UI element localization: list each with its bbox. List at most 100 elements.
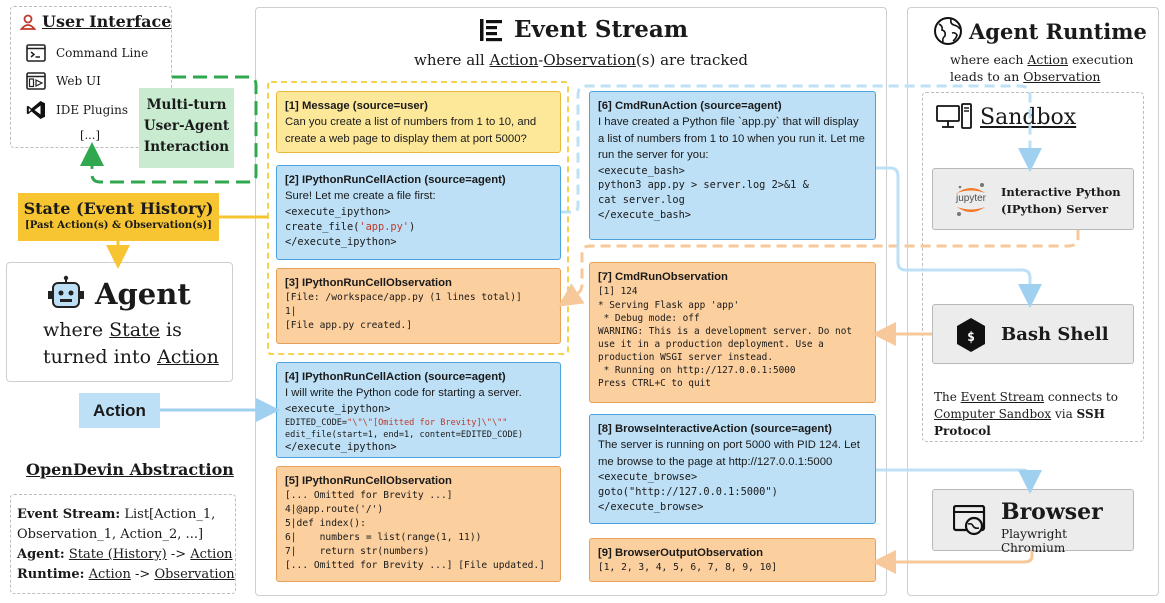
event-4-ipython-action: [4] IPythonRunCellAction (source=agent) … — [276, 362, 561, 458]
robot-icon — [48, 275, 84, 308]
terminal-icon — [26, 44, 46, 62]
agent-box: Agent where State is turned into Action — [6, 262, 233, 382]
ui-item-ide-plugins[interactable]: IDE Plugins — [26, 100, 128, 120]
event-code: [File: /workspace/app.py (1 lines total)… — [285, 292, 522, 304]
agent-desc-text: turned into — [43, 346, 158, 368]
globe-icon — [934, 17, 962, 45]
browser-label: Browser — [1001, 499, 1103, 525]
agent-header: Agent — [47, 275, 191, 313]
event-code: production WSGI server instead. — [598, 352, 773, 364]
event-code: <execute_bash> — [598, 164, 685, 177]
event-code: <execute_ipython> — [285, 205, 391, 218]
event-title: [8] BrowseInteractiveAction (source=agen… — [598, 423, 832, 435]
state-box: State (Event History) [Past Action(s) & … — [18, 193, 219, 241]
ui-item-label: Command Line — [56, 46, 149, 60]
event-title: [9] BrowserOutputObservation — [598, 547, 764, 559]
event-code: ) — [409, 220, 416, 233]
event-code: cat server.log — [598, 194, 685, 207]
abstraction-panel — [10, 494, 236, 594]
browser-sublabel: Playwright Chromium — [1001, 527, 1067, 555]
bash-shell-box[interactable]: $ Bash Shell — [932, 304, 1134, 364]
note-line1: The Event Stream connects to — [934, 389, 1165, 406]
event-code: EDITED_CODE= — [285, 417, 348, 428]
ipython-server-box[interactable]: jupyter Interactive Python (IPython) Ser… — [932, 168, 1134, 230]
event-code: Press CTRL+C to quit — [598, 378, 711, 390]
runtime-text: Action — [1027, 52, 1068, 67]
event-code: <execute_browse> — [598, 471, 698, 484]
abstraction-text: Observation_1, Action_2, ...] — [17, 527, 204, 542]
browser-box[interactable]: Browser Playwright Chromium — [932, 489, 1134, 555]
bash-icon: $ — [957, 318, 985, 352]
event-stream-panel — [255, 7, 887, 596]
runtime-text: leads to an — [950, 69, 1024, 84]
runtime-text: execution — [1068, 52, 1134, 67]
event-stream-header: Event Stream — [478, 16, 688, 43]
subtitle-text: - — [538, 51, 544, 69]
abstraction-line1: Event Stream: List[Action_1, — [17, 505, 235, 525]
vscode-icon — [26, 101, 45, 119]
ipython-label: Interactive Python (IPython) Server — [1001, 184, 1121, 218]
event-7-cmd-run-observation: [7] CmdRunObservation [1] 124 * Serving … — [589, 262, 876, 403]
event-5-ipython-observation: [5] IPythonRunCellObservation [... Omitt… — [276, 466, 561, 582]
abstraction-text: Action — [88, 567, 131, 582]
state-subtitle: [Past Action(s) & Observation(s)] — [25, 220, 212, 231]
abstraction-text: State (History) — [68, 547, 167, 562]
event-code: python3 app.py > server.log 2>&1 & — [598, 179, 809, 192]
user-interface-title: User Interface — [42, 12, 172, 31]
event-code: [File app.py created.] — [285, 320, 413, 332]
event-code: </execute_ipython> — [285, 235, 397, 248]
event-code: 5|def index(): — [285, 518, 366, 530]
event-text: Sure! Let me create a file first: — [285, 190, 436, 203]
abstraction-line3: Agent: State (History) -> Action — [17, 545, 235, 565]
ui-item-web-ui[interactable]: Web UI — [26, 72, 101, 90]
event-text: I will write the Python code for startin… — [285, 387, 522, 400]
runtime-sub-line2: leads to an Observation — [950, 68, 1133, 85]
note-text: Computer Sandbox — [934, 407, 1052, 421]
event-code: [... Omitted for Brevity ...] [File upda… — [285, 559, 545, 571]
event-stream-subtitle: where all Action-Observation(s) are trac… — [414, 51, 748, 69]
event-2-ipython-action: [2] IPythonRunCellAction (source=agent) … — [276, 165, 561, 260]
multi-turn-line2: User-Agent — [143, 118, 230, 134]
jupyter-word: jupyter — [955, 193, 986, 204]
abstraction-key: Runtime: — [17, 567, 85, 582]
event-title: [6] CmdRunAction (source=agent) — [598, 100, 782, 112]
event-code: 1| — [285, 306, 297, 318]
ui-item-command-line[interactable]: Command Line — [26, 44, 148, 62]
event-code: 7| return str(numbers) — [285, 546, 430, 557]
event-code: * Debug mode: off — [598, 312, 700, 324]
event-code: </execute_ipython> — [285, 440, 397, 453]
event-code-line: EDITED_CODE="\"\"[Omitted for Brevity]\"… — [285, 417, 552, 429]
note-text: Event Stream — [960, 390, 1045, 404]
event-code: [1, 2, 3, 4, 5, 6, 7, 8, 9, 10] — [598, 562, 778, 574]
abstraction-key: Agent: — [17, 547, 65, 562]
abstraction-title: OpenDevin Abstraction — [26, 460, 234, 479]
subtitle-text: Action — [489, 51, 539, 69]
event-1-message: [1] Message (source=user) Can you create… — [276, 91, 561, 153]
svg-text:$: $ — [967, 330, 975, 345]
state-title: State (Event History) — [23, 199, 214, 218]
event-title: [5] IPythonRunCellObservation — [285, 475, 452, 487]
event-code: 4|@app.route('/') — [285, 504, 384, 516]
ui-item-label: IDE Plugins — [56, 103, 128, 117]
note-line2: Computer Sandbox via SSH Protocol — [934, 406, 1165, 440]
event-code: </execute_browse> — [598, 500, 704, 513]
multi-turn-box: Multi-turn User-Agent Interaction — [139, 88, 234, 168]
agent-title: Agent — [95, 277, 191, 311]
agent-runtime-panel — [907, 7, 1159, 596]
abstraction-body: Event Stream: List[Action_1, Observation… — [17, 505, 235, 585]
event-3-ipython-observation: [3] IPythonRunCellObservation [File: /wo… — [276, 268, 561, 344]
agent-desc-action: Action — [157, 346, 219, 368]
ui-item-more: [...] — [80, 128, 100, 142]
abstraction-text: Observation — [154, 567, 235, 582]
event-code: edit_file(start=1, end=1, content=EDITED… — [285, 430, 523, 441]
runtime-text: where each — [950, 52, 1028, 67]
event-stream-title: Event Stream — [514, 16, 689, 43]
abstraction-text: List[Action_1, — [120, 507, 216, 522]
event-8-browse-action: [8] BrowseInteractiveAction (source=agen… — [589, 414, 876, 524]
event-6-cmd-run-action: [6] CmdRunAction (source=agent) I have c… — [589, 91, 876, 240]
web-ui-icon — [26, 72, 46, 90]
event-text: I have created a Python file `app.py` th… — [598, 116, 865, 162]
user-interface-header: User Interface — [20, 12, 171, 31]
note-text: SSH Protocol — [934, 407, 1105, 438]
abstraction-line4: Runtime: Action -> Observation — [17, 565, 235, 585]
